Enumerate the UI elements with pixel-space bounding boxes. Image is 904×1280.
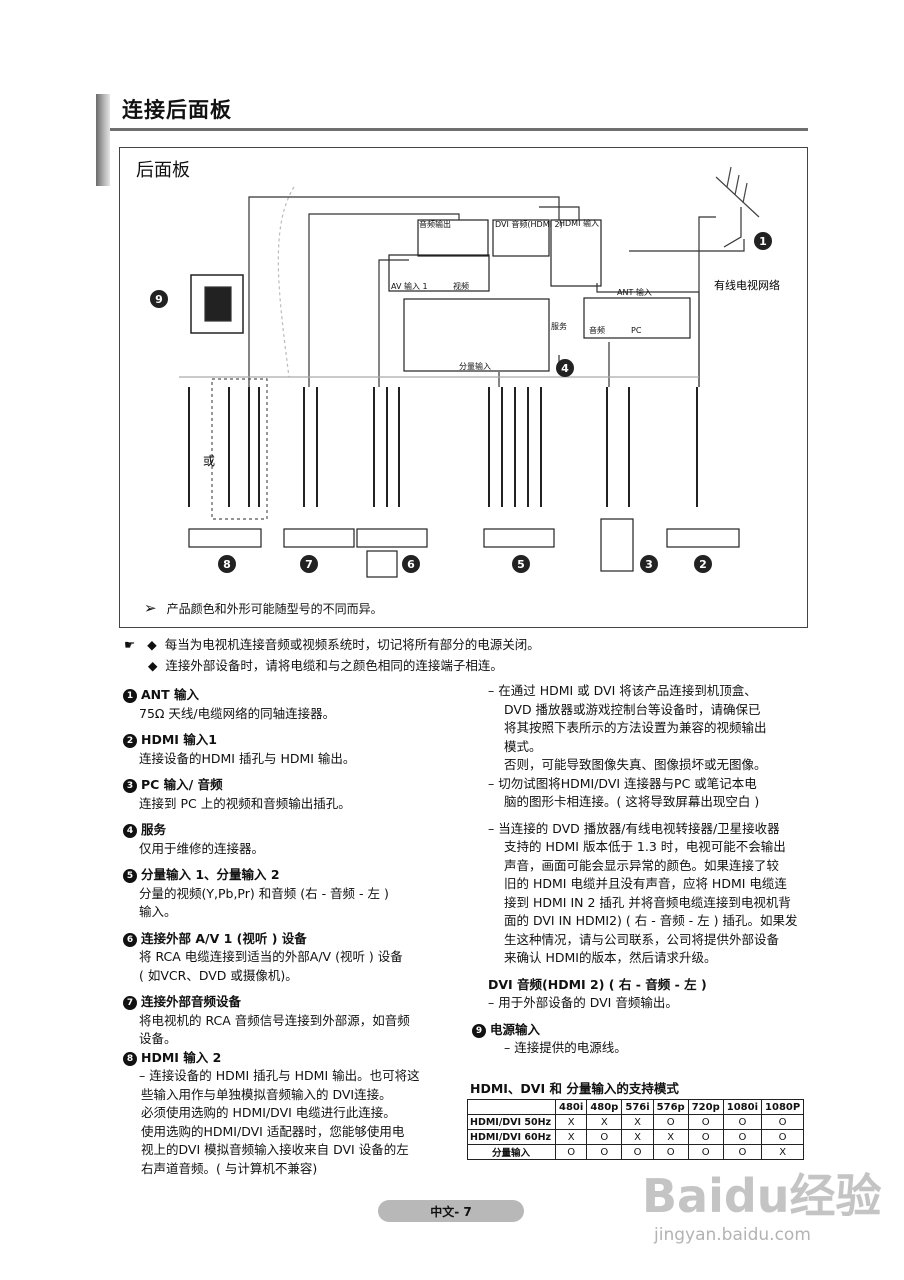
pc-label: PC — [631, 326, 642, 335]
audio-out-label: 音频输出 — [419, 219, 451, 229]
ant-in-label: ANT 输入 — [617, 287, 652, 297]
arrow-icon: ➢ — [144, 599, 157, 617]
title-accent-bar — [96, 94, 110, 186]
diamond-icon: ◆ — [147, 637, 157, 652]
callout-7: 7 — [300, 555, 318, 573]
callout-1: 1 — [754, 232, 772, 250]
hdmi-in-label: HDMI 输入 — [559, 218, 599, 228]
callout-3: 3 — [640, 555, 658, 573]
callout-6: 6 — [402, 555, 420, 573]
cable-network-label: 有线电视网络 — [714, 278, 780, 292]
page-number: 中文- 7 — [378, 1200, 524, 1222]
right-column: – 在通过 HDMI 或 DVI 将该产品连接到机顶盒、 DVD 播放器或游戏控… — [472, 682, 818, 1058]
audio-label: 音频 — [589, 325, 605, 335]
watermark-url: jingyan.baidu.com — [654, 1225, 811, 1245]
modes-table-title: HDMI、DVI 和 分量输入的支持模式 — [470, 1081, 679, 1096]
service-label: 服务 — [551, 321, 567, 331]
callout-2: 2 — [694, 555, 712, 573]
av-in-label: AV 输入 1 — [391, 281, 428, 291]
title-divider — [110, 128, 808, 131]
dvi-hdmi2-label: DVI 音频(HDMI 2) — [495, 219, 563, 229]
video-label: 视频 — [453, 281, 469, 291]
watermark-logo: Baidu经验 — [642, 1169, 882, 1223]
callout-4: 4 — [556, 359, 574, 377]
callout-5: 5 — [512, 555, 530, 573]
panel-title: 后面板 — [136, 160, 190, 181]
diamond-icon: ◆ — [147, 658, 158, 673]
or-label: 或 — [203, 454, 215, 468]
callout-9: 9 — [150, 290, 168, 308]
page-title: 连接后面板 — [122, 98, 232, 122]
hand-icon: ☛ — [124, 637, 136, 652]
callout-8: 8 — [218, 555, 236, 573]
warning-1: ☛ ◆ 每当为电视机连接音频或视频系统时，切记将所有部分的电源关闭。 — [124, 637, 540, 652]
component-in-label: 分量输入 — [459, 361, 491, 371]
panel-note: ➢产品颜色和外形可能随型号的不同而异。 — [144, 599, 383, 617]
rear-panel-diagram — [119, 147, 808, 628]
warning-2: ◆ 连接外部设备时，请将电缆和与之颜色相同的连接端子相连。 — [147, 658, 503, 673]
connection-diagram: ANT 输入 HDMI 输入 DVI 音频(HDMI 2) 服务 PC 音频 分… — [179, 166, 780, 578]
